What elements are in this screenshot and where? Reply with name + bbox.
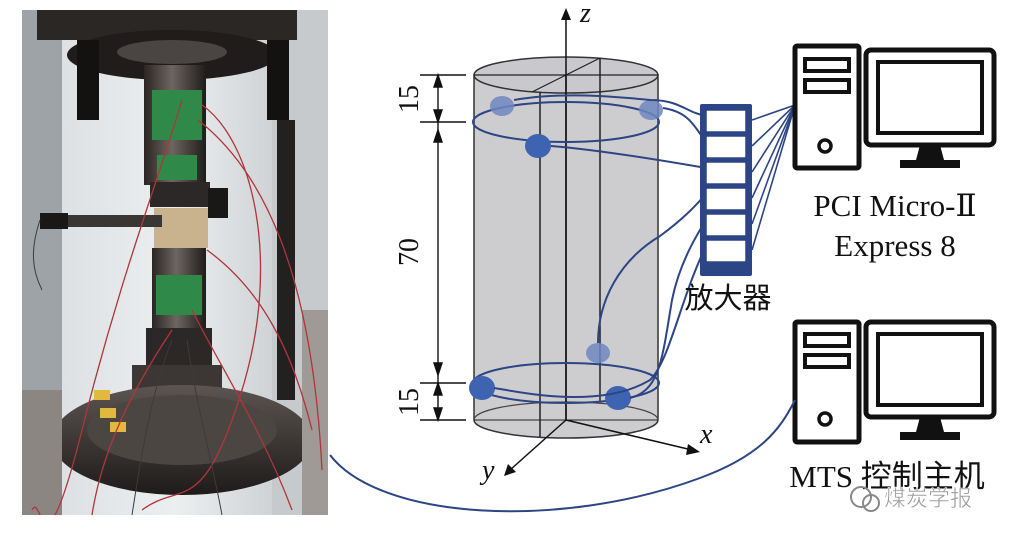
pci-label-line1: PCI Micro-Ⅱ: [813, 188, 976, 223]
mts-computer: [792, 319, 997, 445]
watermark: 煤炭学报: [850, 486, 972, 512]
dimension-top: 15: [394, 85, 425, 113]
dimension-bottom: 15: [394, 388, 425, 416]
y-axis: [504, 419, 567, 476]
mts-monitor: [863, 319, 997, 420]
mts-cable: [329, 399, 796, 513]
amplifier-label: 放大器: [684, 281, 771, 315]
sensor-bottom-back: [586, 343, 610, 363]
dimension-lines: [420, 72, 466, 423]
pc-monitor: [863, 47, 997, 148]
sensor-cables: [493, 94, 707, 399]
x-axis: [565, 419, 700, 455]
sensor-top-back: [490, 96, 514, 116]
sensor-top-front: [525, 134, 551, 158]
z-axis: [561, 8, 571, 420]
pc-tower: [792, 43, 862, 171]
sensor-bottom-front: [605, 386, 631, 410]
amplifier-to-pci-lines: [751, 104, 796, 251]
mts-label: MTS 控制主机: [789, 459, 985, 494]
amplifier: 放大器: [684, 104, 772, 315]
sensor-top-right: [639, 100, 663, 120]
x-axis-label: x: [699, 419, 713, 450]
test-rig-photo: [22, 10, 328, 515]
pci-label-line2: Express 8: [834, 228, 955, 263]
mts-tower: [792, 319, 862, 445]
sensor-bottom-left: [469, 376, 495, 400]
watermark-text: 煤炭学报: [884, 487, 972, 512]
z-axis-label: z: [579, 0, 591, 29]
sensors: [469, 96, 663, 410]
dimension-middle: 70: [394, 238, 425, 266]
pci-computer: [792, 43, 997, 171]
y-axis-label: y: [479, 455, 495, 486]
